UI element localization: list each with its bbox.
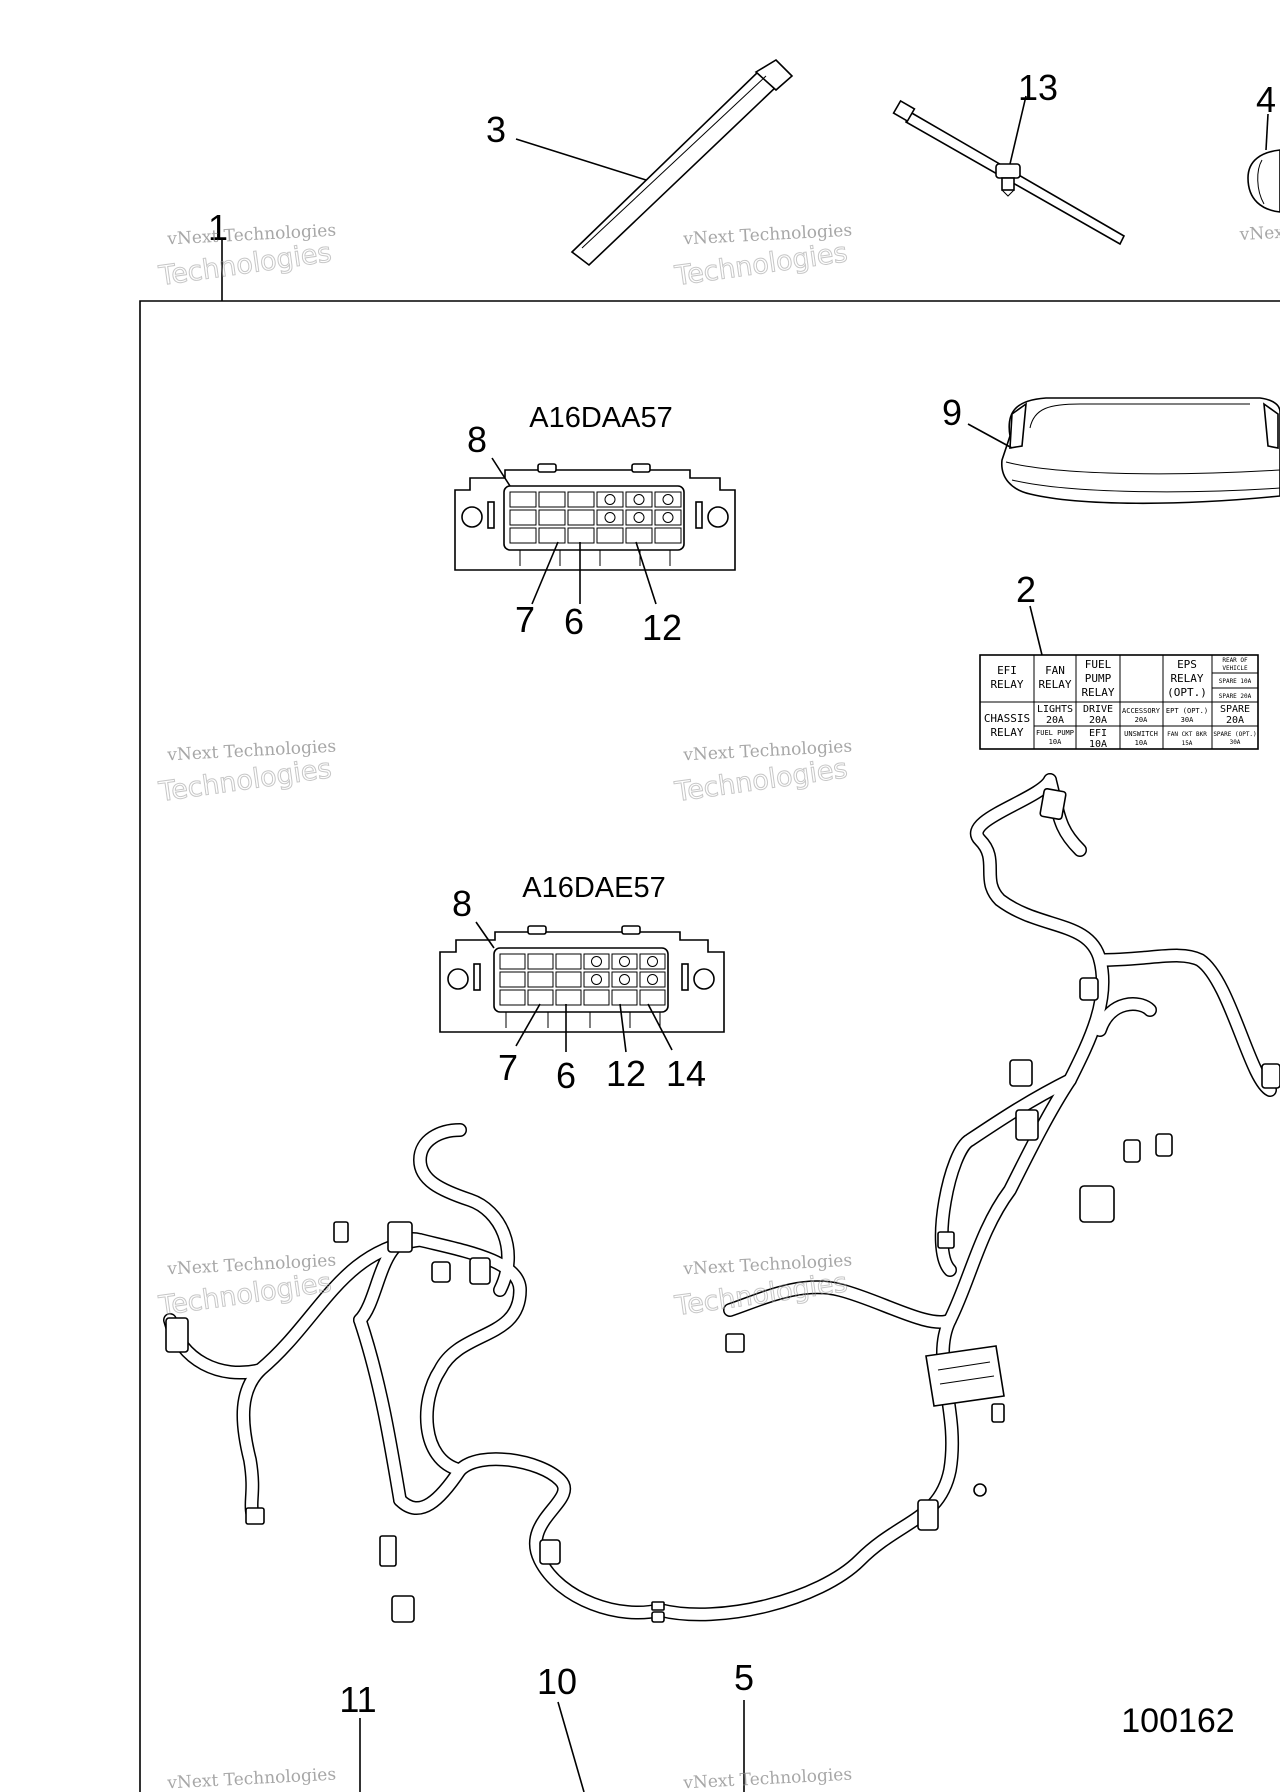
callout-14: 14	[666, 1053, 706, 1094]
leader-12a	[635, 541, 657, 605]
connector-label-bottom: A16DAE57	[522, 872, 666, 904]
callout-6-bottom: 6	[556, 1055, 576, 1096]
fuse-cell-spare-20a: SPARE 20A	[1219, 693, 1252, 700]
clip-part-4	[1247, 149, 1280, 213]
callout-5: 5	[734, 1657, 754, 1698]
callout-6-top: 6	[564, 601, 584, 642]
callout-7-top: 7	[515, 599, 535, 640]
harness-connectors	[165, 787, 1280, 1623]
cable-tie-part-3	[570, 58, 794, 267]
leader-12b	[619, 1003, 627, 1053]
svg-text:vNext Technologies: vNext Technologies	[1238, 216, 1280, 245]
connector-label-top: A16DAA57	[529, 402, 673, 434]
callout-13: 13	[1018, 67, 1058, 108]
svg-text:vNext Technologies: vNext Technologies	[166, 1765, 337, 1792]
callout-2: 2	[1016, 569, 1036, 610]
push-mount-tie-part-13	[892, 99, 1126, 246]
callout-10: 10	[537, 1661, 577, 1702]
callout-9: 9	[942, 392, 962, 433]
fuse-cell-spare-10a: SPARE 10A	[1219, 678, 1252, 685]
fuse-cell-spare-opt-30a: SPARE (OPT.)30A	[1213, 731, 1256, 746]
callout-1: 1	[208, 207, 228, 248]
callout-12-top: 12	[642, 607, 682, 648]
leader-8a	[491, 457, 511, 487]
callout-8-bottom: 8	[452, 883, 472, 924]
leader-9	[967, 423, 1013, 449]
connector-a16dae57	[439, 925, 725, 1033]
leader-10	[557, 1701, 585, 1792]
callout-3: 3	[486, 109, 506, 150]
svg-text:vNext Technologies: vNext Technologies	[682, 1765, 853, 1792]
connector-a16daa57	[454, 463, 736, 571]
wiring-harness-part-1	[163, 773, 1280, 1623]
leader-14	[647, 1003, 673, 1051]
fuse-cell-ept-30a: EPT (OPT.)30A	[1166, 707, 1208, 724]
leader-2	[1029, 605, 1043, 656]
harness-frame-border	[139, 300, 1280, 1792]
leader-8b	[475, 921, 495, 949]
callout-4: 4	[1256, 79, 1276, 120]
watermark-layer: vNext Technologies Technologies vNext Te…	[156, 216, 1280, 1792]
reference-number: 100162	[1121, 1702, 1234, 1740]
leader-4	[1265, 113, 1269, 151]
callout-11: 11	[339, 1679, 376, 1720]
callout-7-bottom: 7	[498, 1047, 518, 1088]
leader-13	[1009, 95, 1027, 165]
leader-3	[515, 138, 647, 181]
callout-12-bottom: 12	[606, 1053, 646, 1094]
fuse-box-cover-part-9	[1001, 397, 1280, 505]
leader-7b	[515, 1003, 541, 1047]
leader-7a	[531, 541, 559, 605]
callout-8-top: 8	[467, 419, 487, 460]
